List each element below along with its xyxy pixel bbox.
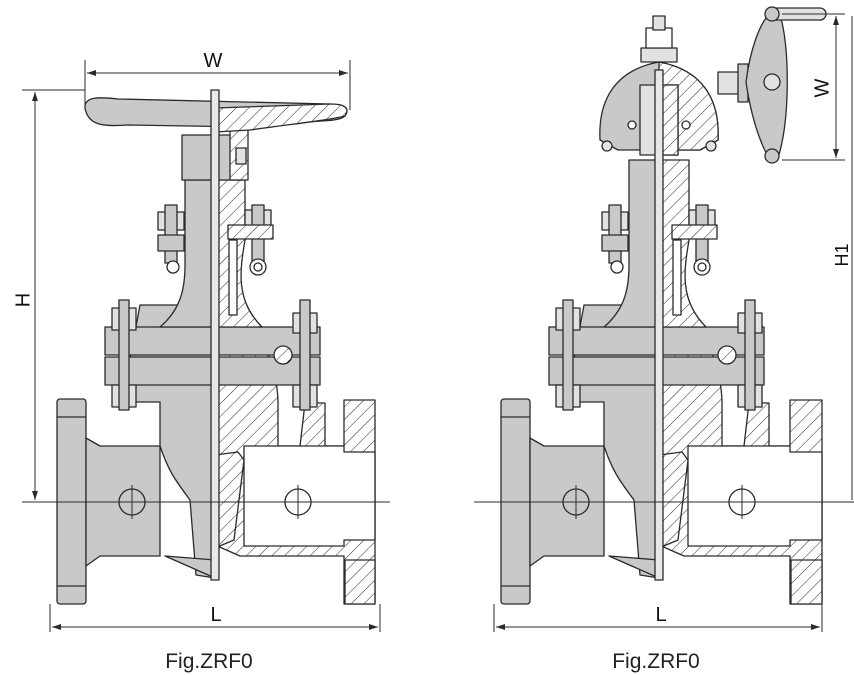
dimension-w-label: W	[204, 50, 223, 72]
dimension-h1-label: H1	[832, 243, 852, 266]
dimension-w-2-label: W	[811, 78, 833, 97]
figure-1-dimensions	[22, 60, 390, 632]
figure-handwheel-valve	[56, 89, 376, 605]
figure-2-dimensions	[474, 13, 854, 632]
stem	[210, 89, 220, 581]
dimension-h-label: H	[12, 293, 34, 307]
figure-1-caption: Fig.ZRF0	[165, 650, 253, 673]
figure-2-caption: Fig.ZRF0	[612, 650, 700, 673]
figure-gear-operated-valve	[500, 6, 827, 605]
dimension-l-label: L	[210, 604, 221, 626]
dimension-l-2-label: L	[655, 604, 666, 626]
